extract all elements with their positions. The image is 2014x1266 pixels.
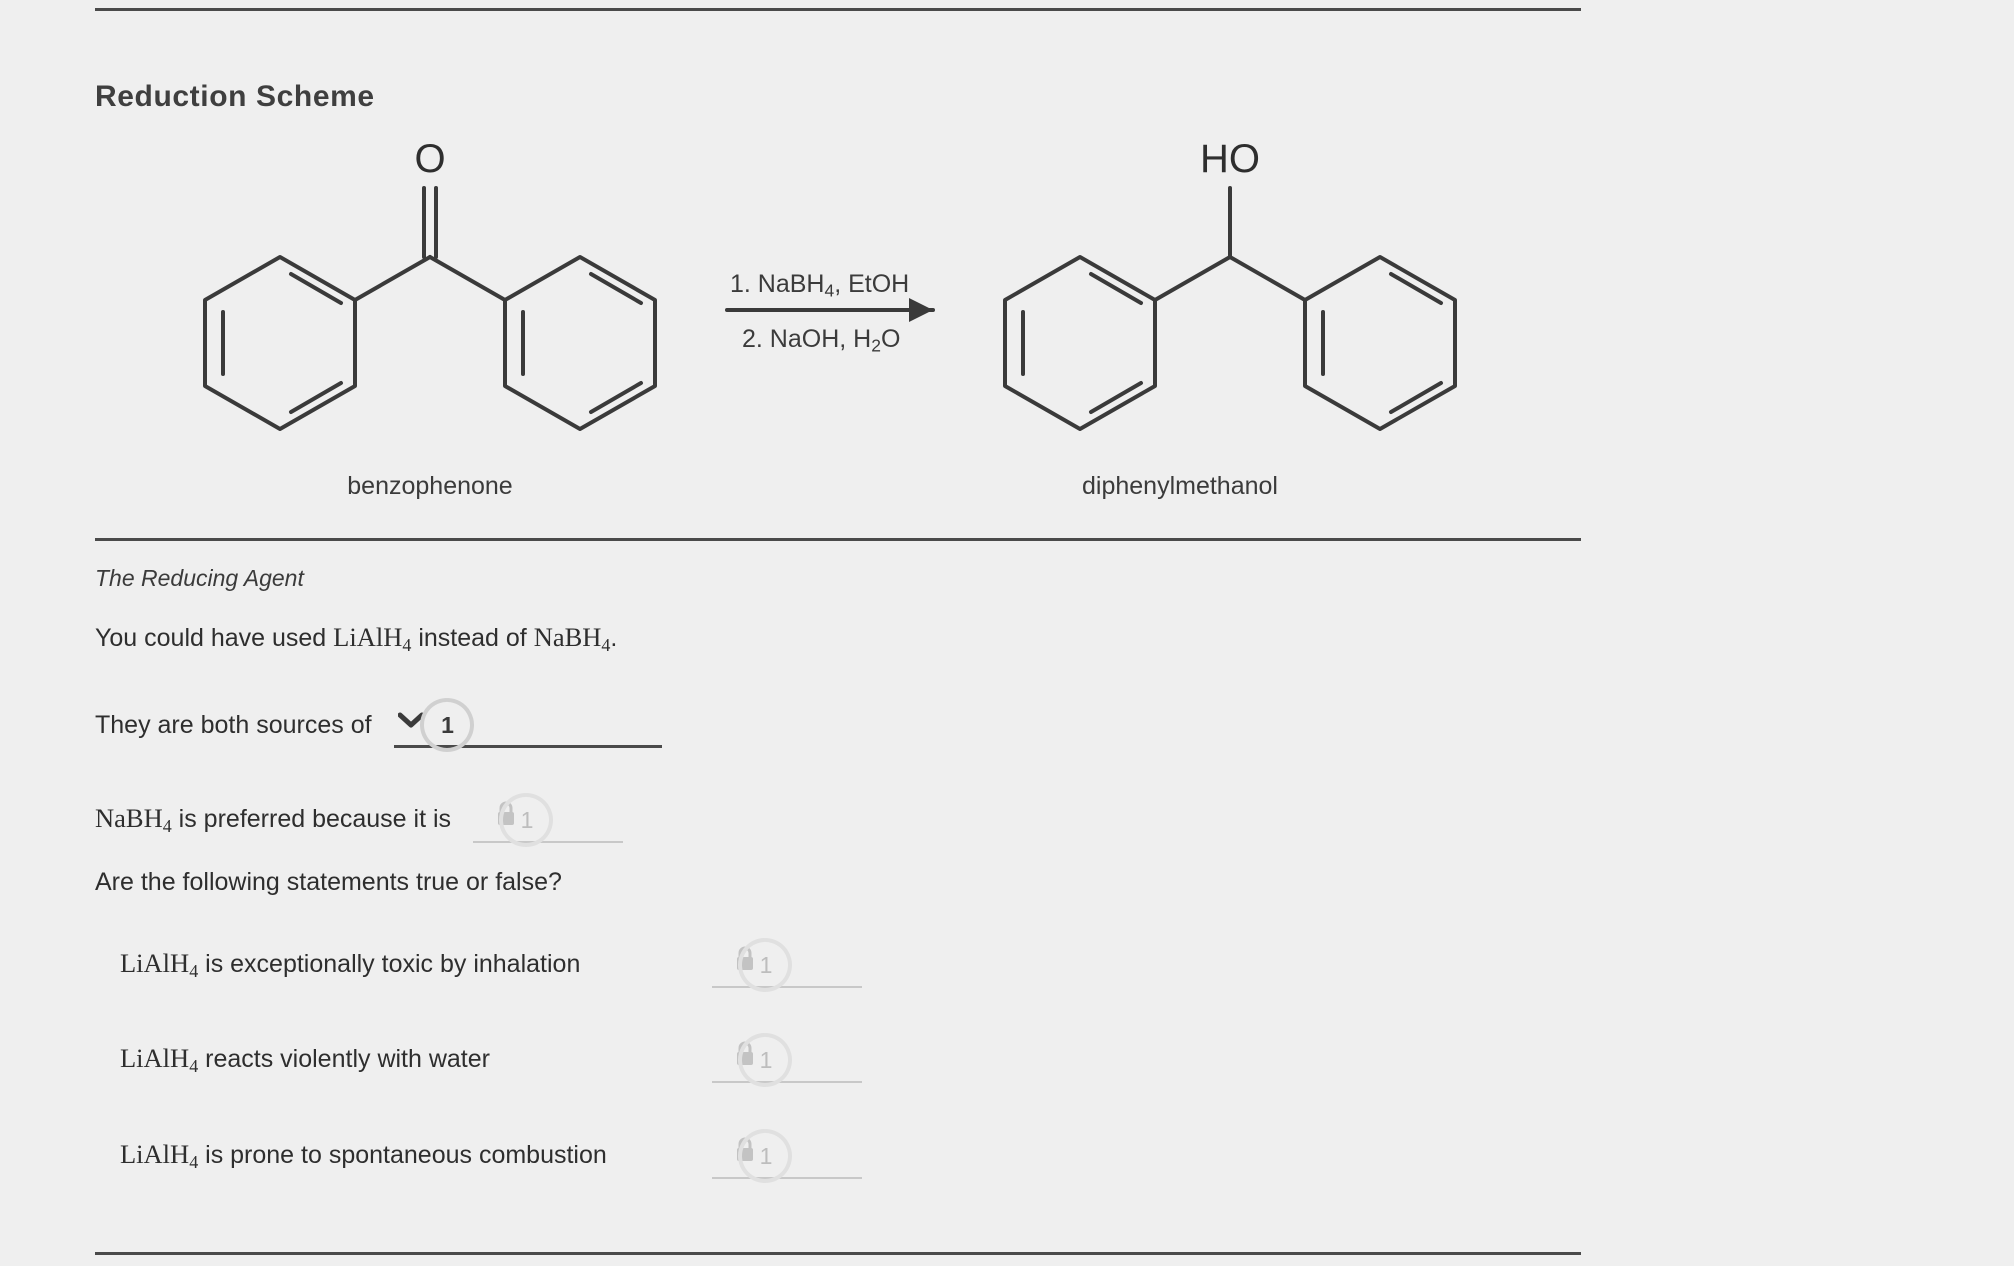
- intro-sentence: You could have used LiAlH4 instead of Na…: [95, 622, 617, 656]
- formula-subscript: 4: [601, 635, 611, 656]
- formula-nabh4-preferred: NaBH4: [95, 802, 172, 837]
- formula-lialh4: LiAlH4: [120, 947, 199, 982]
- points-badge-preferred: 1: [499, 792, 555, 848]
- question-label-preferred-rest: is preferred because it is: [171, 804, 452, 833]
- formula-lialh4-intro: LiAlH4: [333, 622, 412, 656]
- statement-label: LiAlH4 is prone to spontaneous combustio…: [120, 1139, 690, 1173]
- reaction-condition-step-1: 1. NaBH4, EtOH: [730, 270, 909, 301]
- reaction-condition-step-2: 2. NaOH, H2O: [742, 325, 900, 356]
- formula-base: LiAlH: [333, 622, 403, 652]
- points-badge-statement: 1: [738, 937, 794, 993]
- formula-subscript: 4: [189, 1152, 199, 1173]
- formula-subscript: 4: [402, 635, 412, 656]
- statement-field-underline: [712, 986, 862, 988]
- points-value: 1: [441, 711, 454, 738]
- condition-1-subscript: 4: [824, 280, 835, 301]
- statement-field-underline: [712, 1081, 862, 1083]
- carbonyl-oxygen-label: O: [414, 140, 445, 181]
- condition-2-text: 2. NaOH, H: [742, 325, 872, 353]
- true-false-row: LiAlH4 reacts violently with water 1: [120, 1030, 862, 1090]
- subsection-heading: The Reducing Agent: [95, 565, 304, 591]
- reaction-scheme: O: [95, 140, 1581, 520]
- points-value: 1: [759, 951, 773, 978]
- statement-text: reacts violently with water: [198, 1044, 490, 1073]
- formula-base: LiAlH: [120, 1042, 190, 1073]
- condition-1-text: 1. NaBH: [730, 270, 825, 298]
- question-row-sources: They are both sources of 1: [95, 695, 662, 755]
- page-title: Reduction Scheme: [95, 80, 375, 113]
- formula-lialh4: LiAlH4: [120, 1042, 199, 1077]
- formula-subscript: 4: [189, 1056, 199, 1077]
- true-false-row: LiAlH4 is exceptionally toxic by inhalat…: [120, 935, 862, 995]
- true-false-prompt: Are the following statements true or fal…: [95, 868, 562, 896]
- condition-2-rest: O: [880, 325, 901, 353]
- points-badge-sources: 1: [419, 697, 476, 753]
- reactant-caption: benzophenone: [347, 472, 513, 500]
- arrow-head: [909, 298, 933, 322]
- formula-base: LiAlH: [120, 1138, 190, 1169]
- statement-label: LiAlH4 is exceptionally toxic by inhalat…: [120, 948, 690, 982]
- points-badge-statement: 1: [738, 1128, 794, 1184]
- product-caption: diphenylmethanol: [1082, 472, 1278, 500]
- formula-lialh4: LiAlH4: [120, 1138, 199, 1173]
- true-false-row: LiAlH4 is prone to spontaneous combustio…: [120, 1126, 862, 1186]
- points-value: 1: [520, 806, 534, 833]
- sources-dropdown-underline: [393, 745, 662, 748]
- formula-base: LiAlH: [120, 947, 190, 978]
- question-label-preferred: NaBH4 is preferred because it is: [95, 803, 451, 837]
- chevron-down-icon[interactable]: [397, 712, 425, 728]
- divider-middle: [95, 538, 1581, 541]
- sentence-part-3: .: [610, 624, 618, 652]
- condition-1-rest: , EtOH: [834, 270, 910, 298]
- question-row-preferred: NaBH4 is preferred because it is 1: [95, 790, 624, 850]
- formula-base: NaBH: [95, 802, 163, 833]
- points-value: 1: [759, 1142, 773, 1169]
- points-value: 1: [759, 1046, 773, 1073]
- question-label-sources: They are both sources of: [95, 710, 372, 739]
- statement-field-underline: [712, 1177, 862, 1179]
- divider-top: [95, 8, 1581, 11]
- preferred-field-underline: [473, 841, 624, 843]
- sentence-part-2: instead of: [411, 624, 534, 652]
- divider-bottom: [95, 1252, 1581, 1255]
- formula-subscript: 4: [162, 816, 172, 837]
- formula-subscript: 4: [189, 961, 199, 982]
- hydroxyl-label: HO: [1200, 140, 1260, 181]
- points-badge-statement: 1: [738, 1032, 794, 1088]
- sentence-part-1: You could have used: [95, 624, 334, 652]
- condition-2-subscript: 2: [871, 335, 881, 356]
- statement-text: is exceptionally toxic by inhalation: [198, 949, 581, 978]
- statement-label: LiAlH4 reacts violently with water: [120, 1043, 690, 1077]
- formula-base: NaBH: [533, 622, 602, 652]
- statement-text: is prone to spontaneous combustion: [198, 1140, 607, 1169]
- formula-nabh4-intro: NaBH4: [533, 622, 611, 656]
